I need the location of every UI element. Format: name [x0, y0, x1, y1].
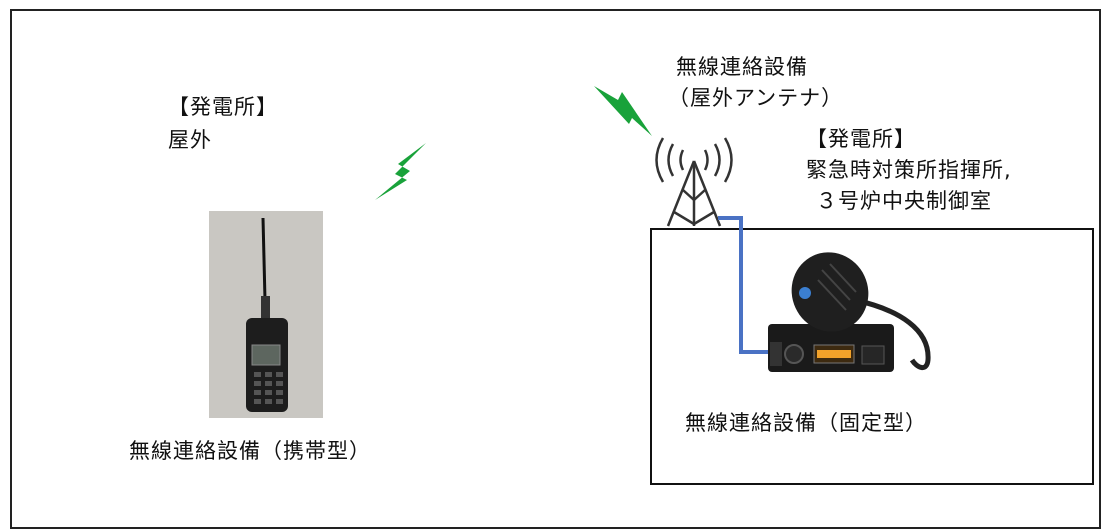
right-location-bracket: 【発電所】	[806, 127, 916, 151]
left-location-place: 屋外	[168, 128, 212, 152]
antenna-tower-icon	[655, 137, 733, 227]
fixed-equipment-box	[650, 228, 1094, 485]
antenna-name-label: 無線連絡設備	[676, 55, 808, 79]
portable-caption: 無線連絡設備（携帯型）	[129, 439, 371, 463]
antenna-cable	[718, 216, 772, 354]
lightning-bolt-icon	[594, 86, 652, 136]
left-location-bracket: 【発電所】	[168, 95, 278, 119]
lightning-bolt-icon	[375, 143, 426, 200]
fixed-caption: 無線連絡設備（固定型）	[685, 411, 927, 435]
handheld-radio-image	[246, 217, 288, 412]
diagram-graphics	[246, 86, 931, 412]
antenna-sub-label: （屋外アンテナ）	[668, 86, 844, 110]
mobile-radio-image	[768, 252, 931, 372]
right-location-place-1: 緊急時対策所指揮所,	[806, 158, 1012, 182]
right-location-place-2: ３号炉中央制御室	[816, 189, 992, 213]
